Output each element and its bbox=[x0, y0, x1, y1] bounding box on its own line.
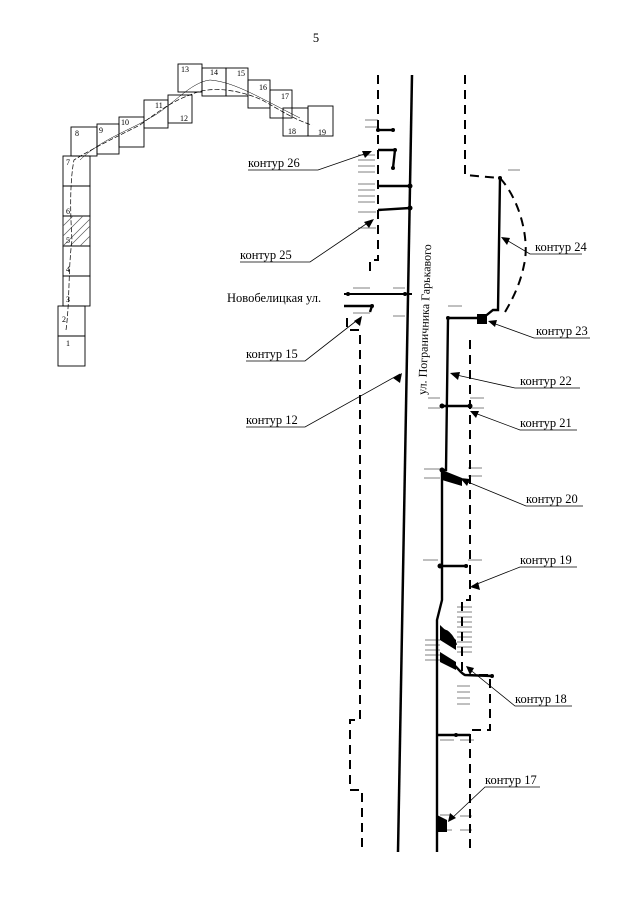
sheet-num-1: 1 bbox=[66, 339, 70, 348]
contour-leaders bbox=[240, 151, 590, 821]
sheet-num-19: 19 bbox=[318, 128, 326, 137]
sheet-num-9: 9 bbox=[99, 126, 103, 135]
contour-15-label: контур 15 bbox=[246, 347, 298, 361]
contour-23-label: контур 23 bbox=[536, 324, 588, 338]
sheet-index-numbers: 1 2 3 4 5 6 7 8 9 10 11 12 13 14 15 16 1… bbox=[62, 65, 326, 348]
sheet-num-17: 17 bbox=[281, 92, 289, 101]
sheet-index-map bbox=[57, 63, 334, 367]
sheet-num-18: 18 bbox=[288, 127, 296, 136]
contour-24-label: контур 24 bbox=[535, 240, 588, 254]
pipeline-network bbox=[344, 128, 502, 852]
sheet-num-6: 6 bbox=[66, 207, 70, 216]
sheet-num-3: 3 bbox=[66, 295, 70, 304]
contour-21-label: контур 21 bbox=[520, 416, 572, 430]
contour-12-label: контур 12 bbox=[246, 413, 298, 427]
sheet-num-12: 12 bbox=[180, 114, 188, 123]
sheet-num-13: 13 bbox=[181, 65, 189, 74]
sheet-num-5: 5 bbox=[66, 236, 70, 245]
main-street-label: ул. Пограничника Гарькавого bbox=[415, 244, 434, 395]
contour-18-label: контур 18 bbox=[515, 692, 567, 706]
page-number: 5 bbox=[313, 31, 319, 45]
contour-17-label: контур 17 bbox=[485, 773, 537, 787]
contour-19-label: контур 19 bbox=[520, 553, 572, 567]
leader-arrowheads bbox=[354, 151, 510, 822]
sheet-num-4: 4 bbox=[66, 265, 70, 274]
sheet-num-15: 15 bbox=[237, 69, 245, 78]
sheet-num-14: 14 bbox=[210, 68, 218, 77]
sheet-num-10: 10 bbox=[121, 118, 129, 127]
contour-26-label: контур 26 bbox=[248, 156, 300, 170]
network-nodes bbox=[346, 128, 502, 832]
contour-labels: контур 26 контур 25 контур 24 контур 23 … bbox=[240, 156, 588, 787]
side-street-label: Новобелицкая ул. bbox=[227, 291, 321, 305]
street-boundaries bbox=[344, 74, 527, 853]
contour-25-label: контур 25 bbox=[240, 248, 292, 262]
sheet-num-8: 8 bbox=[75, 129, 79, 138]
contour-22-label: контур 22 bbox=[520, 374, 572, 388]
sheet-num-16: 16 bbox=[259, 83, 267, 92]
contour-20-label: контур 20 bbox=[526, 492, 578, 506]
node-ticks bbox=[353, 119, 520, 831]
sheet-num-11: 11 bbox=[155, 101, 163, 110]
sheet-num-7: 7 bbox=[66, 158, 70, 167]
sheet-num-2: 2 bbox=[62, 315, 66, 324]
